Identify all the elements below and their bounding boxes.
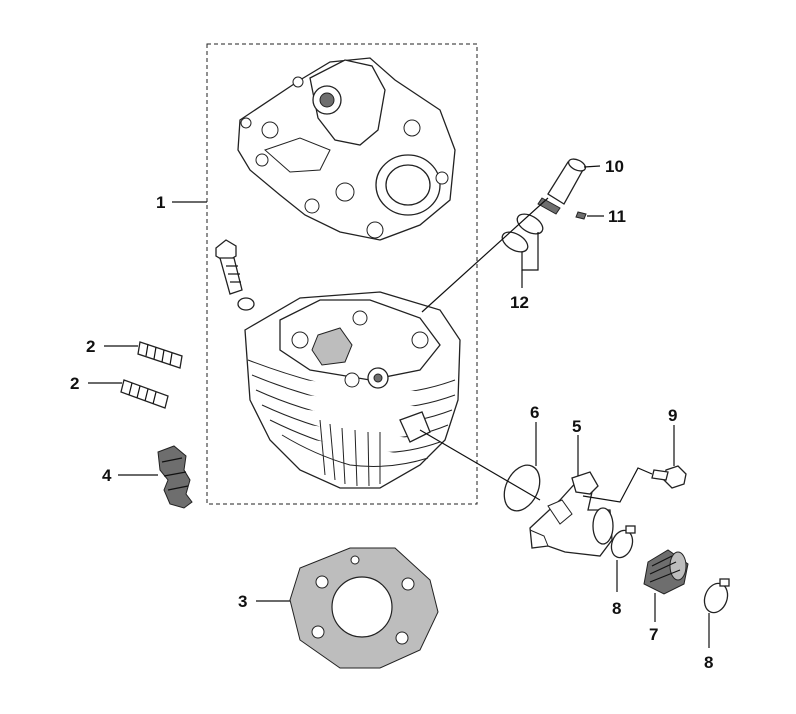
valve-guide (537, 158, 587, 215)
callout-7: 7 (649, 625, 658, 644)
stud-lower (120, 379, 169, 409)
intake-joint (643, 549, 689, 595)
callout-2-upper: 2 (86, 337, 95, 356)
stud-upper (137, 341, 183, 369)
cylinder-head-assembly-boundary (206, 43, 478, 505)
hose-clamp-right (703, 578, 730, 614)
chain-guide (157, 445, 193, 509)
callout-12: 12 (510, 293, 529, 312)
callout-5: 5 (572, 417, 581, 436)
cover-bolt (215, 239, 243, 295)
intake-o-ring (503, 464, 541, 512)
callout-4: 4 (102, 466, 112, 485)
cylinder-head-cover (237, 57, 456, 241)
callout-3: 3 (238, 592, 247, 611)
callout-2-lower: 2 (70, 374, 79, 393)
cylinder-head (244, 291, 461, 489)
cover-washer (237, 297, 255, 311)
callout-1: 1 (156, 193, 165, 212)
callout-9: 9 (668, 406, 677, 425)
callout-10: 10 (605, 157, 624, 176)
callout-11: 11 (608, 207, 626, 226)
cylinder-head-gasket (289, 547, 439, 669)
valve-guide-o-ring-lower (501, 231, 529, 253)
hose-clamp-left (610, 525, 636, 559)
leader-lines (88, 165, 710, 648)
callout-8-right: 8 (704, 653, 713, 672)
valve-guide-o-ring-upper (516, 213, 544, 235)
dowel-pin (575, 211, 587, 220)
callout-6: 6 (530, 403, 539, 422)
manifold-bolt (651, 465, 687, 489)
callout-8-left: 8 (612, 599, 621, 618)
intake-manifold (529, 471, 614, 557)
